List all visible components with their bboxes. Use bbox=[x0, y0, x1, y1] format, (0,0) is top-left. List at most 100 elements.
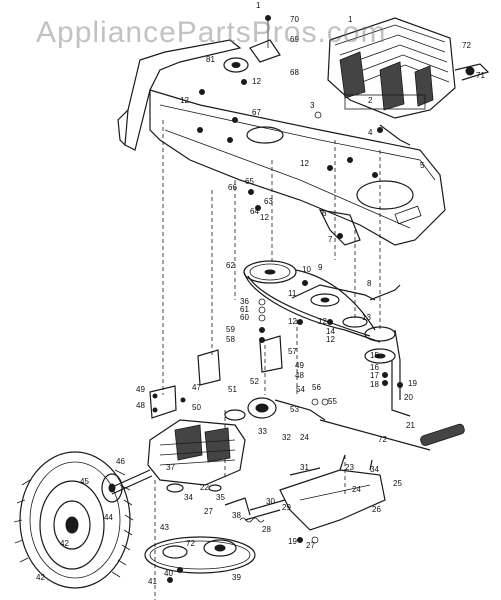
part-label: 39 bbox=[232, 573, 241, 582]
part-label: 12 bbox=[318, 317, 327, 326]
part-label: 55 bbox=[328, 397, 337, 406]
part-label: 49 bbox=[295, 361, 304, 370]
brake-assembly bbox=[247, 397, 329, 421]
part-label: 42 bbox=[36, 573, 45, 582]
part-label: 12 bbox=[252, 77, 261, 86]
part-label: 9 bbox=[318, 263, 323, 272]
part-label: 32 bbox=[282, 433, 291, 442]
part-label: 61 bbox=[240, 305, 249, 314]
part-label: 37 bbox=[166, 463, 175, 472]
part-label: 28 bbox=[262, 525, 271, 534]
shift-linkage bbox=[244, 329, 465, 544]
part-label: 21 bbox=[406, 421, 415, 430]
part-label: 26 bbox=[372, 505, 381, 514]
part-label: 34 bbox=[370, 465, 379, 474]
part-label: 12 bbox=[300, 159, 309, 168]
part-label: 41 bbox=[148, 577, 157, 586]
part-label: 16 bbox=[370, 363, 379, 372]
part-label: 43 bbox=[160, 523, 169, 532]
transaxle bbox=[109, 409, 246, 495]
part-label: 44 bbox=[104, 513, 113, 522]
part-label: 38 bbox=[232, 511, 241, 520]
part-label: 27 bbox=[204, 507, 213, 516]
part-label: 15 bbox=[370, 351, 379, 360]
part-label: 36 bbox=[240, 297, 249, 306]
drive-belt-assembly bbox=[243, 260, 401, 364]
part-label: 19 bbox=[408, 379, 417, 388]
part-label: 6 bbox=[322, 209, 327, 218]
part-label: 25 bbox=[393, 479, 402, 488]
part-label: 27 bbox=[306, 541, 315, 550]
part-label: 42 bbox=[60, 539, 69, 548]
part-label: 12 bbox=[180, 96, 189, 105]
part-label: 67 bbox=[252, 108, 261, 117]
part-label: 12 bbox=[260, 213, 269, 222]
part-label: 49 bbox=[136, 385, 145, 394]
part-label: 71 bbox=[476, 71, 485, 80]
part-label: 54 bbox=[296, 385, 305, 394]
steering-bracket bbox=[223, 15, 281, 73]
part-label: 12 bbox=[288, 317, 297, 326]
part-label: 23 bbox=[345, 463, 354, 472]
hardware-dots bbox=[167, 79, 403, 583]
part-label: 51 bbox=[228, 385, 237, 394]
idler-spring bbox=[224, 497, 265, 523]
part-label: 1 bbox=[348, 15, 353, 24]
part-label: 63 bbox=[264, 197, 273, 206]
ground-drive-belt bbox=[144, 536, 256, 574]
part-label: 24 bbox=[352, 485, 361, 494]
part-label: 33 bbox=[258, 427, 267, 436]
part-label: 1 bbox=[256, 1, 261, 10]
part-label: 17 bbox=[370, 371, 379, 380]
part-label: 8 bbox=[367, 279, 372, 288]
part-label: 22 bbox=[200, 483, 209, 492]
brackets bbox=[149, 335, 283, 419]
part-label: 81 bbox=[206, 55, 215, 64]
part-labels: 1 70 69 1 72 71 81 12 68 12 67 3 2 4 5 1… bbox=[36, 1, 485, 586]
part-label: 34 bbox=[184, 493, 193, 502]
part-label: 72 bbox=[462, 41, 471, 50]
part-label: 52 bbox=[250, 377, 259, 386]
part-label: 11 bbox=[288, 289, 297, 298]
part-label: 10 bbox=[302, 265, 311, 274]
part-label: 53 bbox=[290, 405, 299, 414]
part-label: 19 bbox=[288, 537, 297, 546]
part-label: 69 bbox=[290, 35, 299, 44]
part-label: 50 bbox=[192, 403, 201, 412]
part-label: 3 bbox=[310, 101, 315, 110]
part-label: 12 bbox=[326, 335, 335, 344]
part-label: 4 bbox=[368, 128, 373, 137]
part-label: 14 bbox=[326, 327, 335, 336]
part-label: 68 bbox=[290, 68, 299, 77]
part-label: 13 bbox=[362, 313, 371, 322]
part-label: 59 bbox=[226, 325, 235, 334]
part-label: 57 bbox=[288, 347, 297, 356]
part-label: 5 bbox=[420, 161, 425, 170]
part-label: 65 bbox=[245, 177, 254, 186]
part-label: 48 bbox=[136, 401, 145, 410]
part-label: 47 bbox=[192, 383, 201, 392]
part-label: 40 bbox=[164, 569, 173, 578]
part-label: 7 bbox=[328, 235, 333, 244]
hardware-stack-left bbox=[258, 298, 266, 343]
part-label: 45 bbox=[80, 477, 89, 486]
part-label: 48 bbox=[295, 371, 304, 380]
part-label: 60 bbox=[240, 313, 249, 322]
part-label: 62 bbox=[226, 261, 235, 270]
rear-wheel bbox=[13, 451, 134, 589]
part-label: 35 bbox=[216, 493, 225, 502]
frame bbox=[117, 39, 446, 246]
part-label: 56 bbox=[312, 383, 321, 392]
part-label: 18 bbox=[370, 380, 379, 389]
part-label: 30 bbox=[266, 497, 275, 506]
engine bbox=[327, 17, 490, 119]
part-label: 72 bbox=[186, 539, 195, 548]
part-label: 24 bbox=[300, 433, 309, 442]
part-label: 46 bbox=[116, 457, 125, 466]
part-label: 72 bbox=[378, 435, 387, 444]
part-label: 66 bbox=[228, 183, 237, 192]
part-label: 29 bbox=[282, 503, 291, 512]
part-label: 58 bbox=[226, 335, 235, 344]
part-label: 20 bbox=[404, 393, 413, 402]
part-label: 70 bbox=[290, 15, 299, 24]
